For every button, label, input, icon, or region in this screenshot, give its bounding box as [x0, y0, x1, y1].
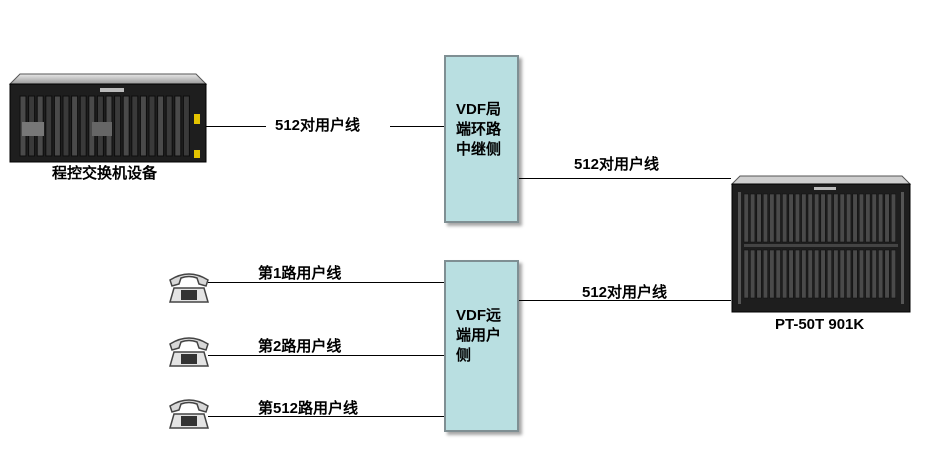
vdf-remote-box — [444, 260, 519, 432]
card-slot — [852, 249, 858, 299]
card-slot — [884, 193, 890, 243]
card-slot — [807, 193, 813, 243]
card-slot — [878, 193, 884, 243]
vdf-central-box — [444, 55, 519, 223]
card-slot — [45, 95, 53, 157]
card-slot — [871, 249, 877, 299]
card-slot — [865, 193, 871, 243]
card-slot — [858, 193, 864, 243]
telephone-icon — [169, 337, 209, 367]
telephone-icon — [169, 273, 209, 303]
card-slot — [743, 193, 749, 243]
link-switch-left — [206, 126, 266, 127]
card-slot — [871, 193, 877, 243]
card-slot — [846, 249, 852, 299]
card-slot — [814, 249, 820, 299]
card-slot — [807, 249, 813, 299]
card-slot — [62, 95, 70, 157]
card-slot — [53, 95, 61, 157]
card-slot — [762, 249, 768, 299]
switching-equipment-label: 程控交换机设备 — [52, 165, 158, 182]
card-slot — [833, 249, 839, 299]
telephone-icon — [169, 399, 209, 429]
card-slot — [750, 193, 756, 243]
card-slot — [878, 249, 884, 299]
card-slot — [814, 193, 820, 243]
card-slot — [165, 95, 173, 157]
card-slot — [839, 249, 845, 299]
card-slot — [174, 95, 182, 157]
card-slot — [131, 95, 139, 157]
card-slot — [750, 249, 756, 299]
card-slot — [801, 193, 807, 243]
card-slot — [775, 193, 781, 243]
link-vdf-remote-pt-label: 512对用户线 — [582, 284, 668, 301]
switching-equipment-icon — [8, 73, 208, 163]
user-line-2-label: 第2路用户线 — [258, 338, 342, 355]
card-slot — [826, 249, 832, 299]
card-slot — [122, 95, 130, 157]
card-slot — [833, 193, 839, 243]
link-vdf-remote-pt — [519, 300, 731, 301]
link-switch-label: 512对用户线 — [275, 117, 361, 134]
card-slot — [782, 249, 788, 299]
card-slot — [865, 249, 871, 299]
link-vdf-central-pt-label: 512对用户线 — [574, 156, 660, 173]
card-slot — [157, 95, 165, 157]
card-slot — [890, 193, 896, 243]
card-slot — [788, 249, 794, 299]
link-vdf-central-pt — [519, 178, 731, 179]
card-slot — [762, 193, 768, 243]
vdf-central-label: VDF局 端环路 中继侧 — [456, 101, 502, 158]
card-slot — [839, 193, 845, 243]
link-switch-right — [390, 126, 445, 127]
card-slot — [148, 95, 156, 157]
card-slot — [846, 193, 852, 243]
pt-50t-device-icon — [730, 175, 912, 313]
card-slot — [852, 193, 858, 243]
card-slot — [775, 249, 781, 299]
card-slot — [782, 193, 788, 243]
card-slot — [71, 95, 79, 157]
card-slot — [114, 95, 122, 157]
card-slot — [139, 95, 147, 157]
card-slot — [756, 249, 762, 299]
user-line-2 — [208, 355, 444, 356]
card-slot — [801, 249, 807, 299]
card-slot — [820, 193, 826, 243]
card-slot — [79, 95, 87, 157]
card-slot — [788, 193, 794, 243]
card-slot — [756, 193, 762, 243]
card-slot — [858, 249, 864, 299]
user-line-1 — [208, 282, 444, 283]
card-slot — [890, 249, 896, 299]
card-slot — [826, 193, 832, 243]
card-slot — [182, 95, 190, 157]
card-slot — [794, 193, 800, 243]
card-slot — [769, 249, 775, 299]
card-slot — [769, 193, 775, 243]
card-slot — [820, 249, 826, 299]
card-slot — [884, 249, 890, 299]
pt-50t-device-label: PT-50T 901K — [775, 316, 865, 333]
user-line-1-label: 第1路用户线 — [258, 265, 342, 282]
card-slot — [794, 249, 800, 299]
user-line-512-label: 第512路用户线 — [258, 400, 359, 417]
user-line-512 — [208, 416, 444, 417]
vdf-remote-label: VDF远 端用户 侧 — [456, 307, 502, 364]
card-slot — [743, 249, 749, 299]
